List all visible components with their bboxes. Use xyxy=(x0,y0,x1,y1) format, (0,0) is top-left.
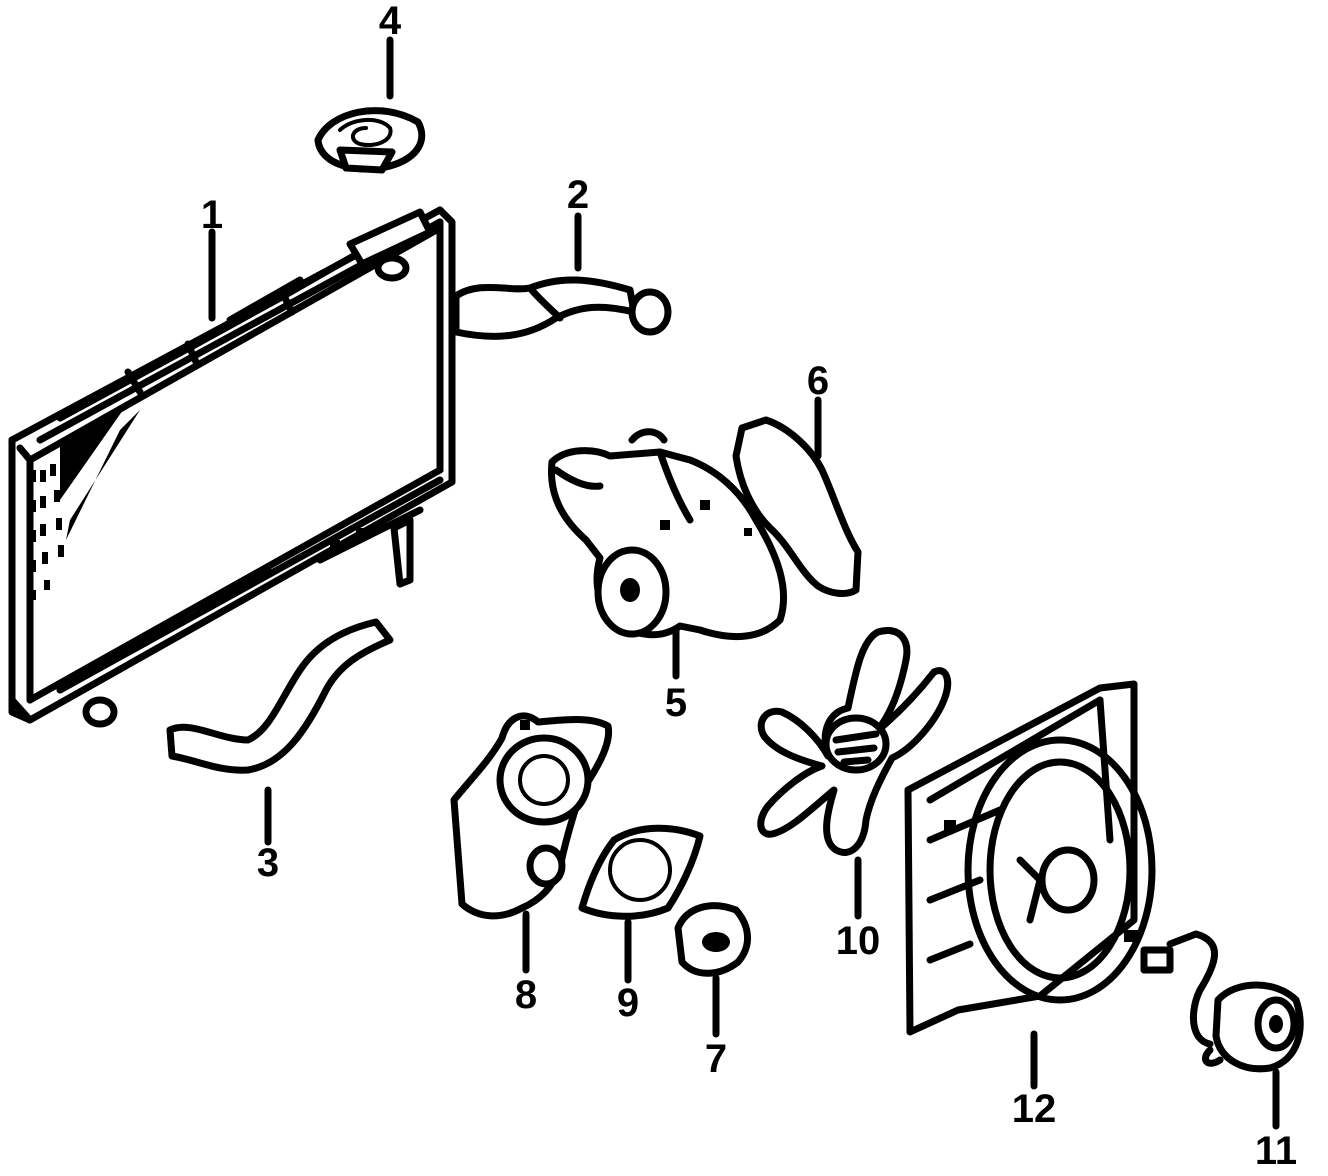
callout-4: 4 xyxy=(379,0,402,43)
radiator xyxy=(8,206,456,728)
callout-8: 8 xyxy=(515,973,537,1017)
water-pump-gasket xyxy=(732,416,862,597)
callout-1: 1 xyxy=(201,193,223,237)
callout-6: 6 xyxy=(807,359,829,403)
water-pump xyxy=(547,428,788,641)
callout-3: 3 xyxy=(257,841,279,885)
thermostat-housing xyxy=(450,712,613,920)
callout-labels: 1 2 3 4 5 6 7 8 9 10 11 12 xyxy=(201,0,1297,1173)
callout-11: 11 xyxy=(1255,1129,1297,1173)
leader-lines xyxy=(208,36,1280,1130)
fan-motor xyxy=(1140,930,1304,1073)
callout-12: 12 xyxy=(1012,1087,1057,1131)
cooling-fan-blade xyxy=(757,627,952,856)
radiator-cap xyxy=(314,107,426,174)
fan-shroud xyxy=(904,680,1156,1036)
callout-2: 2 xyxy=(567,173,589,217)
callout-7: 7 xyxy=(705,1037,727,1081)
thermostat xyxy=(674,902,751,977)
callout-10: 10 xyxy=(836,919,881,963)
lower-radiator-hose xyxy=(166,618,394,774)
callout-9: 9 xyxy=(617,981,639,1025)
upper-radiator-hose xyxy=(452,276,672,340)
thermostat-gasket xyxy=(578,824,704,920)
callout-5: 5 xyxy=(665,681,687,725)
